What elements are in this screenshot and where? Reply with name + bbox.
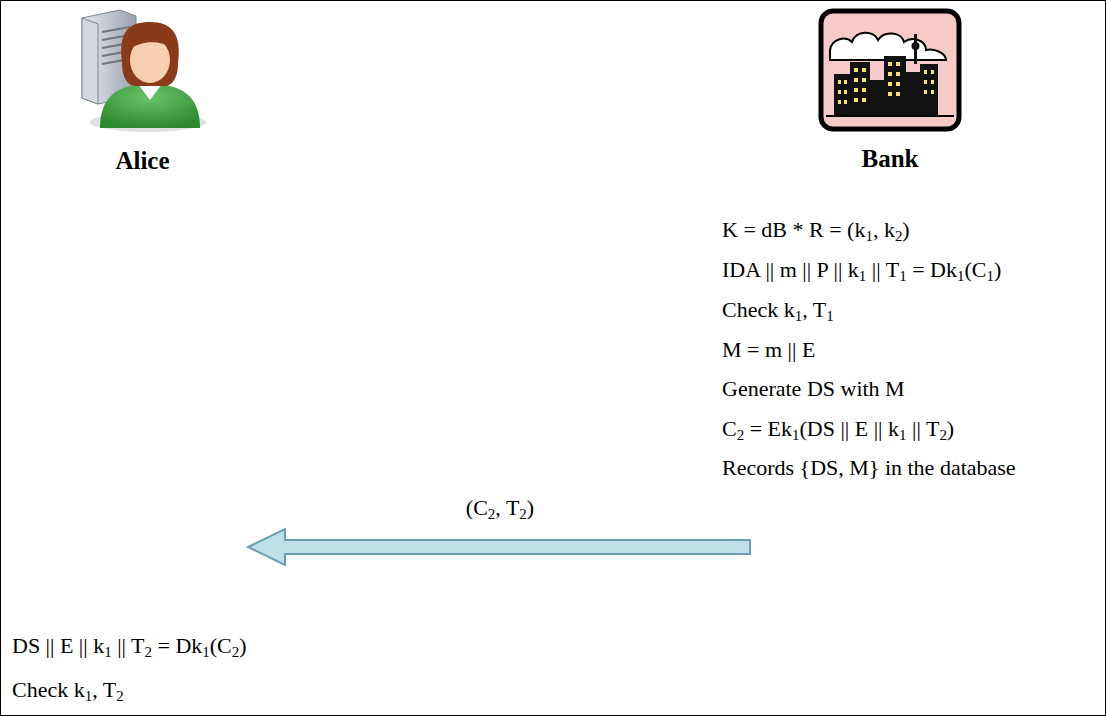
alice-icon: [82, 10, 206, 132]
subscript: 1: [859, 268, 866, 284]
subscript: 2: [232, 644, 239, 660]
protocol-step: M = m || E: [722, 336, 815, 364]
subscript: 2: [737, 427, 744, 443]
protocol-step: Check k1, T2: [12, 676, 124, 704]
subscript: 1: [795, 308, 802, 324]
subscript: 2: [116, 688, 123, 704]
actor-node: Bank: [808, 4, 972, 174]
subscript: 1: [202, 644, 209, 660]
message-arrow: [248, 529, 750, 565]
subscript: 1: [986, 268, 993, 284]
subscript: 1: [85, 688, 92, 704]
subscript: 2: [488, 506, 495, 522]
protocol-step: Records {DS, M} in the database: [722, 454, 1016, 482]
protocol-step: Generate DS with M: [722, 375, 905, 403]
protocol-step: DS || E || k1 || T2 = Dk1(C2): [12, 632, 247, 660]
protocol-step: IDA || m || P || k1 || T1 = Dk1(C1): [722, 256, 1001, 284]
protocol-step: C2 = Ek1(DS || E || k1 || T2): [722, 415, 954, 443]
subscript: 1: [899, 427, 906, 443]
subscript: 1: [826, 308, 833, 324]
subscript: 2: [939, 427, 946, 443]
subscript: 2: [895, 228, 902, 244]
subscript: 1: [865, 228, 872, 244]
subscript: 1: [957, 268, 964, 284]
actor-name: Alice: [66, 146, 219, 176]
subscript: 1: [899, 268, 906, 284]
bank-icon: [821, 11, 959, 129]
protocol-step: K = dB * R = (k1, k2): [722, 216, 910, 244]
subscript: 1: [104, 644, 111, 660]
subscript: 1: [792, 427, 799, 443]
message-label: (C2, T2): [466, 494, 534, 522]
subscript: 2: [519, 506, 526, 522]
subscript: 2: [145, 644, 152, 660]
actor-name: Bank: [808, 144, 972, 174]
actor-node: Alice: [66, 4, 219, 176]
protocol-step: Check k1, T1: [722, 296, 834, 324]
